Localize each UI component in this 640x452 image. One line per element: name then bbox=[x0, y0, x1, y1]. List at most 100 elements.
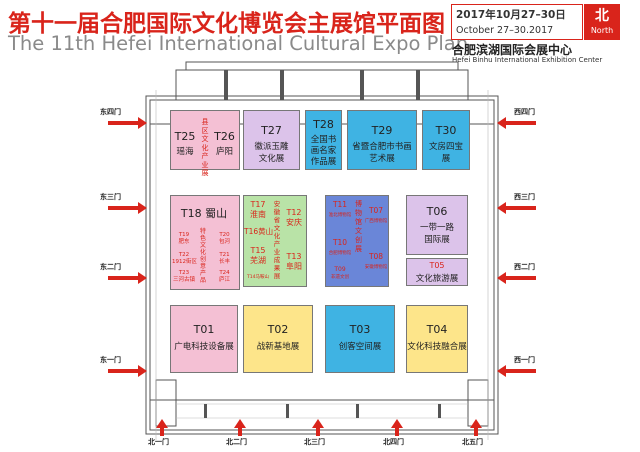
booth-t25-t26[interactable] bbox=[170, 110, 240, 170]
gate-north1-arrow-icon bbox=[160, 428, 164, 436]
booth-t15-name: 芜湖 bbox=[250, 256, 266, 265]
date-box bbox=[451, 4, 583, 40]
booth-t07-name: 广西博物馆 bbox=[364, 219, 388, 224]
gate-north3-arrowhead-icon bbox=[312, 419, 324, 428]
booth-t23-name: 三河古镇 bbox=[172, 276, 195, 283]
booth-t28-name1: 全国书 bbox=[310, 135, 337, 145]
booth-t16[interactable]: T16黄山 bbox=[244, 226, 273, 237]
gate-east4-arrow-icon bbox=[108, 121, 138, 125]
booth-t13-code: T13 bbox=[286, 252, 302, 261]
booth-t02-code: T02 bbox=[267, 323, 289, 336]
gate-east1-arrow-icon bbox=[108, 369, 138, 373]
gate-east1-label: 东一门 bbox=[100, 356, 121, 364]
booth-t18-strip-label: 特 色 文 化 创 意 产 品 bbox=[199, 228, 206, 284]
gate-north3-label: 北三门 bbox=[304, 438, 325, 446]
booth-t28-code: T28 bbox=[313, 118, 334, 131]
booth-t29-name2: 艺术展 bbox=[369, 154, 395, 164]
booth-t14-code: T14 bbox=[247, 275, 256, 280]
booth-t21-code: T21 bbox=[219, 252, 230, 258]
booth-t07[interactable]: T07 广西博物馆 bbox=[364, 206, 388, 226]
booth-t06-code: T06 bbox=[426, 205, 448, 218]
gate-west2-arrow-icon bbox=[506, 276, 536, 280]
gate-north1-label: 北一门 bbox=[148, 438, 169, 446]
booth-t07-code: T07 bbox=[368, 206, 384, 215]
booth-t19-name: 肥东 bbox=[178, 238, 190, 245]
booth-t22-code: T22 bbox=[178, 252, 190, 258]
gate-north2-label: 北二门 bbox=[226, 438, 247, 446]
booth-t21-name: 长丰 bbox=[218, 258, 230, 265]
booth-green-group[interactable] bbox=[243, 195, 307, 287]
booth-t02[interactable] bbox=[243, 305, 313, 373]
booth-t15-code: T15 bbox=[250, 246, 266, 255]
booth-t04[interactable] bbox=[406, 305, 468, 373]
booth-t17-code: T17 bbox=[250, 200, 266, 209]
gate-west2-label: 西二门 bbox=[514, 263, 535, 271]
booth-t27[interactable] bbox=[243, 110, 300, 170]
gate-east1-arrowhead-icon bbox=[138, 365, 147, 377]
booth-t01-code: T01 bbox=[193, 323, 215, 336]
booth-t03[interactable] bbox=[325, 305, 395, 373]
booth-t18-group[interactable] bbox=[170, 195, 240, 290]
booth-t10-name: 合肥博物馆 bbox=[328, 251, 352, 256]
booth-t13-name: 阜阳 bbox=[286, 262, 302, 271]
booth-t19-code: T19 bbox=[178, 232, 190, 238]
booth-t24-code: T24 bbox=[219, 270, 230, 276]
museum-strip-label: 博 物 馆 文 创 展 bbox=[355, 200, 362, 253]
date-cn: 2017年10月27–30日 bbox=[456, 9, 566, 21]
booth-t03-code: T03 bbox=[349, 323, 371, 336]
gate-east2-arrow-icon bbox=[108, 276, 138, 280]
booth-t29[interactable] bbox=[347, 110, 417, 170]
gate-east4-label: 东四门 bbox=[100, 108, 121, 116]
booth-t22-name: 1912街区 bbox=[172, 258, 197, 265]
gate-west1-arrow-icon bbox=[506, 369, 536, 373]
gate-west2-arrowhead-icon bbox=[497, 272, 506, 284]
booth-t11-name: 淮北博物馆 bbox=[328, 213, 352, 218]
booth-t14[interactable]: T14马鞍山 bbox=[244, 274, 272, 280]
booth-t06[interactable] bbox=[406, 195, 468, 255]
gate-west3-label: 西三门 bbox=[514, 193, 535, 201]
booth-t18-label: T18 蜀山 bbox=[172, 205, 236, 221]
booth-t30[interactable] bbox=[422, 110, 470, 170]
booth-t26-code: T26 bbox=[214, 130, 235, 143]
booth-t18-code: T18 bbox=[180, 207, 202, 220]
gate-west4-arrowhead-icon bbox=[497, 117, 506, 129]
booth-t05[interactable] bbox=[406, 258, 468, 286]
booth-t29-name1: 省暨合肥市书画 bbox=[352, 142, 412, 152]
booth-t09-code: T09 bbox=[334, 266, 346, 273]
booth-t11-code: T11 bbox=[332, 200, 348, 209]
gate-north4-arrowhead-icon bbox=[391, 419, 403, 428]
venue-name-en: Hefei Binhu International Exhibition Cen… bbox=[452, 56, 603, 64]
booth-t30-name1: 文房四宝 bbox=[428, 142, 463, 152]
logo-north-cn: 北 bbox=[595, 8, 609, 24]
booth-museum-group[interactable] bbox=[325, 195, 389, 287]
anhui-strip-label: 安 徽 省 文 化 产 业 成 果 展 bbox=[273, 200, 281, 280]
gate-west1-arrowhead-icon bbox=[497, 365, 506, 377]
booth-t27-name2: 文化展 bbox=[258, 154, 285, 164]
booth-t28-name2: 画名家 bbox=[310, 146, 337, 156]
gate-east2-arrowhead-icon bbox=[138, 272, 147, 284]
booth-t05-code: T05 bbox=[429, 261, 445, 270]
gate-east2-label: 东二门 bbox=[100, 263, 121, 271]
page-subtitle: The 11th Hefei International Cultural Ex… bbox=[8, 32, 469, 55]
booth-t25-strip-label: 县 区 文 化 产 业 展 bbox=[201, 118, 209, 177]
booth-t28[interactable] bbox=[305, 110, 342, 170]
booth-t01[interactable] bbox=[170, 305, 238, 373]
gate-north2-arrow-icon bbox=[238, 428, 242, 436]
north-logo-icon bbox=[584, 4, 620, 40]
booth-t11[interactable]: T11 淮北博物馆 bbox=[327, 200, 353, 220]
booth-t01-name: 广电科技设备展 bbox=[174, 342, 234, 352]
